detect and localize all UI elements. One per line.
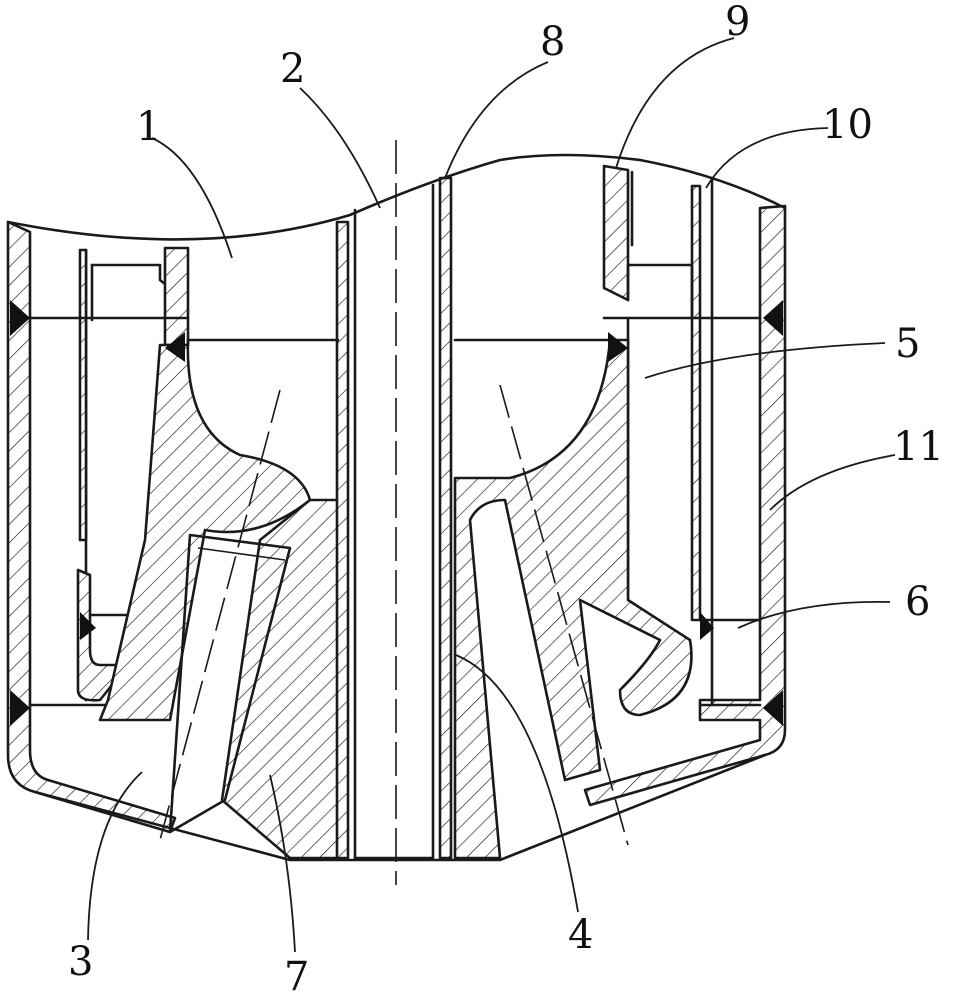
leader-10 bbox=[706, 128, 828, 188]
label-5: 5 bbox=[895, 321, 920, 367]
center-tube bbox=[337, 140, 451, 885]
label-4: 4 bbox=[568, 912, 593, 958]
leader-2 bbox=[300, 88, 380, 208]
label-6: 6 bbox=[905, 579, 930, 625]
label-1: 1 bbox=[136, 104, 161, 150]
leader-9 bbox=[616, 38, 734, 168]
label-2: 2 bbox=[280, 46, 305, 92]
label-8: 8 bbox=[540, 19, 565, 65]
label-7: 7 bbox=[284, 954, 309, 1000]
nozzle-body-left bbox=[100, 340, 340, 858]
label-11: 11 bbox=[893, 424, 944, 470]
leader-11 bbox=[770, 455, 895, 510]
label-3: 3 bbox=[68, 939, 93, 985]
label-9: 9 bbox=[725, 0, 750, 45]
label-10: 10 bbox=[822, 102, 873, 148]
